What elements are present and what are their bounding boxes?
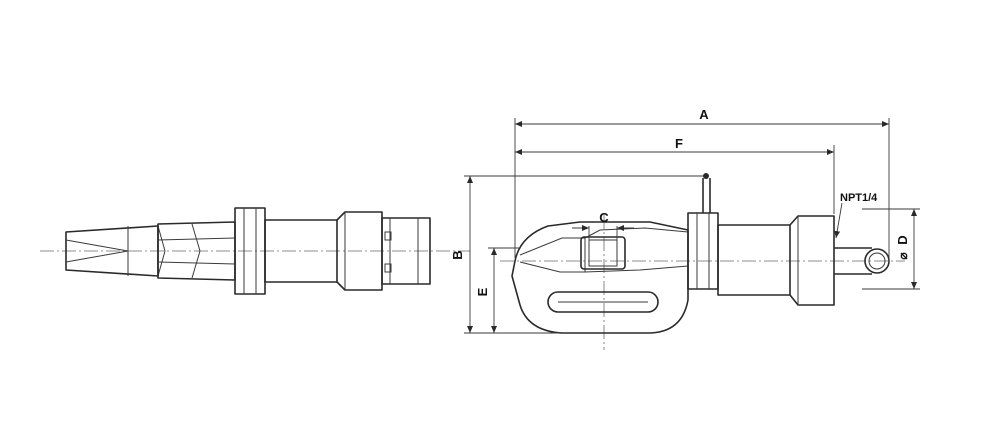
right-collar — [687, 212, 719, 290]
jaw-frame — [511, 221, 689, 334]
label-diameter-symbol: ⌀ — [896, 252, 910, 260]
left-side-view — [40, 207, 470, 295]
label-d: D — [895, 235, 910, 244]
label-a: A — [699, 107, 709, 122]
die-insert — [588, 239, 618, 267]
end-tube — [834, 247, 872, 275]
rear-cap-bolt-top — [384, 231, 392, 241]
vent-pin-head — [703, 173, 709, 179]
label-f: F — [675, 136, 683, 151]
labels: A F C NPT1/4 B E D ⌀ — [450, 107, 910, 296]
right-front-view — [500, 173, 905, 350]
label-npt: NPT1/4 — [840, 192, 878, 204]
label-c: C — [599, 210, 609, 225]
die-window — [580, 236, 626, 270]
label-e: E — [475, 287, 490, 296]
npt-leader — [834, 202, 843, 239]
rear-cap — [381, 217, 431, 285]
coupler-inner — [868, 252, 886, 270]
tip-bevel-right — [157, 225, 166, 277]
label-b: B — [450, 250, 465, 259]
jaw-inner-edge — [584, 265, 689, 273]
right-body — [717, 224, 791, 296]
body — [264, 219, 338, 283]
shank-chamfer — [191, 223, 201, 279]
jaw-mouth — [519, 237, 586, 273]
dimensions — [464, 118, 920, 334]
right-cylinder — [789, 215, 835, 306]
rear-cap-bolt-bottom — [384, 263, 392, 273]
lower-slot — [547, 291, 659, 313]
